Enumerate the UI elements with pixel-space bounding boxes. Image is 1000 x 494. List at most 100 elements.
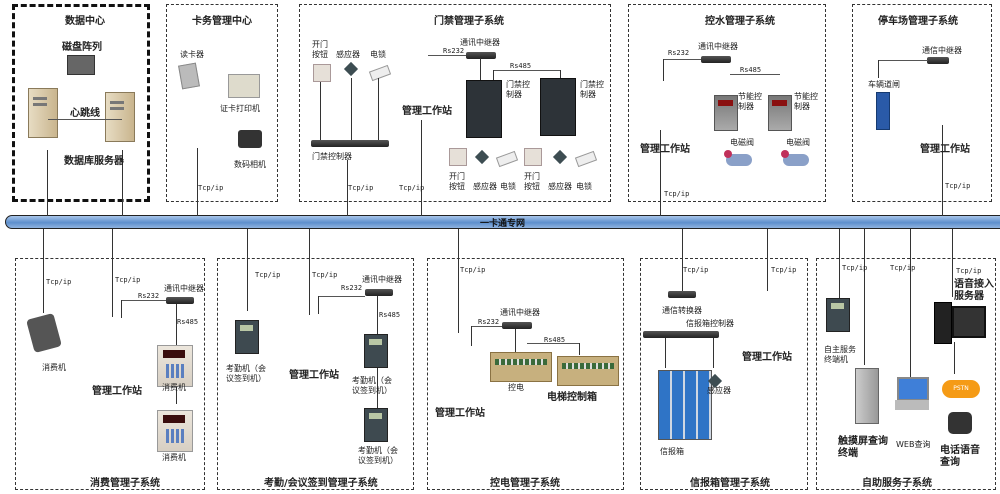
elevator-controller-icon: [557, 356, 619, 386]
rs485-label: Rs485: [177, 318, 199, 326]
relay-label: 通信中继器: [922, 46, 962, 55]
card-center-box: [166, 4, 278, 202]
attendance-title: 考勤/会议签到管理子系统: [264, 478, 378, 489]
rs232-label: Rs232: [341, 284, 363, 292]
rs232-line: [471, 326, 502, 328]
workstation-label: 管理工作站: [92, 386, 142, 397]
lock-label: 电锁: [500, 182, 516, 191]
rs485-label: Rs485: [544, 336, 566, 344]
link: [665, 338, 667, 368]
camera-label: 数码相机: [234, 160, 266, 169]
workstation-icon: [432, 343, 476, 387]
data-center-box: [12, 4, 150, 202]
workstation-icon: [88, 318, 132, 362]
consume-box: [15, 258, 205, 490]
rs232-line: [428, 55, 466, 57]
link: [421, 120, 423, 216]
telephone-icon: [948, 412, 972, 434]
open-button-label: 开门 按钮: [524, 172, 540, 191]
camera-icon: [238, 130, 262, 148]
pos-terminal-icon: [157, 410, 193, 452]
open-button-icon: [449, 148, 467, 166]
access-controller-icon: [466, 80, 502, 138]
barrier-gate-icon: [876, 92, 890, 130]
lock-label: 电锁: [576, 182, 592, 191]
workstation-label: 管理工作站: [640, 144, 690, 155]
sensor-label: 感应器: [336, 50, 360, 59]
rs232-line: [663, 59, 701, 61]
link: [839, 229, 841, 299]
relay-icon: [166, 297, 194, 304]
open-button-icon: [524, 148, 542, 166]
card-printer-icon: [228, 74, 260, 98]
link: [713, 338, 715, 368]
web-query-label: WEB查询: [896, 440, 931, 449]
card-center-title: 卡务管理中心: [192, 16, 252, 27]
tcp-label: Tcp/ip: [664, 190, 690, 198]
tcp-label: Tcp/ip: [399, 184, 425, 192]
solenoid-valve-icon: [781, 150, 809, 166]
link: [952, 229, 954, 297]
rs232-label: Rs232: [443, 47, 465, 55]
attendance-device-label: 考勤机（会 议签到机）: [358, 446, 398, 465]
relay-icon: [502, 322, 532, 329]
mailbox-locker-icon: [658, 370, 712, 440]
relay-label: 通讯中继器: [164, 284, 204, 293]
pstn-cloud-icon: PSTN: [942, 380, 980, 398]
reader-label: 读卡器: [180, 50, 204, 59]
rs485-line: [730, 74, 780, 76]
sensor-label: 感应器: [473, 182, 497, 191]
relay-label: 通讯中继器: [500, 308, 540, 317]
open-button-label: 开门 按钮: [449, 172, 465, 191]
tcp-label: Tcp/ip: [956, 267, 982, 275]
pos-terminal-icon: [157, 345, 193, 387]
link: [122, 150, 124, 216]
rs485-line: [493, 70, 561, 72]
converter-label: 通信转换器: [662, 306, 702, 315]
access-controller-label: 门禁控 制器: [580, 80, 604, 99]
open-button-icon: [313, 64, 331, 82]
attendance-device-icon: [364, 334, 388, 368]
parking-title: 停车场管理子系统: [878, 16, 958, 27]
tcp-label: Tcp/ip: [460, 266, 486, 274]
phone-query-label: 电话语音 查询: [940, 445, 980, 468]
valve-label: 电磁阀: [730, 138, 754, 147]
workstation-icon: [742, 292, 786, 336]
disk-array-icon: [67, 55, 95, 75]
relay-label: 通讯中继器: [460, 38, 500, 47]
disk-array-label: 磁盘阵列: [62, 42, 102, 53]
mailbox-title: 信报箱管理子系统: [690, 478, 770, 489]
workstation-label: 管理工作站: [742, 352, 792, 363]
link: [493, 70, 495, 80]
card-reader-icon: [178, 62, 200, 90]
tcp-label: Tcp/ip: [348, 184, 374, 192]
relay-icon: [365, 289, 393, 296]
consume-title: 消费管理子系统: [90, 478, 160, 489]
link: [43, 229, 45, 313]
rs485-label: Rs485: [740, 66, 762, 74]
attendance-device-label: 考勤机（会 议签到机）: [352, 376, 392, 395]
attendance-device-icon: [364, 408, 388, 442]
link: [347, 160, 349, 216]
db-server-label: 数据库服务器: [64, 156, 124, 167]
link: [660, 130, 662, 216]
link: [480, 58, 482, 80]
mailbox-label: 信报箱: [660, 447, 684, 456]
workstation-icon: [170, 102, 214, 146]
attendance-box: [217, 258, 414, 490]
link: [579, 343, 581, 355]
link: [767, 229, 769, 291]
tcp-label: Tcp/ip: [890, 264, 916, 272]
tcp-label: Tcp/ip: [255, 271, 281, 279]
sensor-label: 感应器: [707, 386, 731, 395]
power-controller-icon: [490, 352, 552, 382]
rs485-label: Rs485: [379, 311, 401, 319]
access-controller-label: 门禁控 制器: [506, 80, 530, 99]
mailbox-controller-label: 信报箱控制器: [686, 319, 734, 328]
rs485-label: Rs485: [510, 62, 532, 70]
rs232-label: Rs232: [668, 49, 690, 57]
tcp-label: Tcp/ip: [198, 184, 224, 192]
converter-icon: [668, 291, 696, 298]
link: [471, 326, 473, 346]
tcp-label: Tcp/ip: [945, 182, 971, 190]
